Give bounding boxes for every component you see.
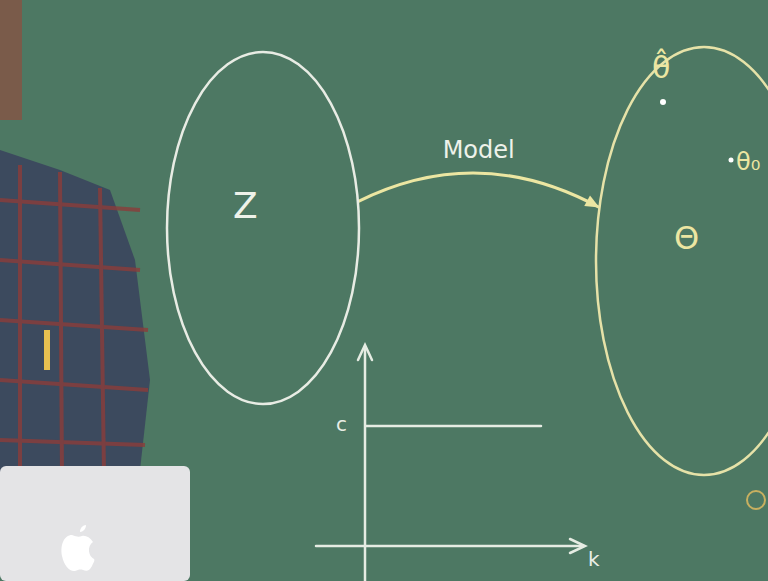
parameter-space-ellipse: θ̂ θ₀ Θ: [594, 45, 768, 477]
axis-label: k: [588, 548, 600, 570]
axes: [316, 345, 585, 581]
edge-label: Model: [443, 137, 515, 163]
set-label: θ̂: [652, 51, 670, 84]
set-label: Z: [233, 186, 258, 226]
set-ellipse: Z: [165, 50, 361, 406]
lecturer: [0, 0, 150, 480]
model-arrow: [358, 173, 600, 207]
point-dot: [660, 99, 666, 105]
laptop: [0, 466, 190, 581]
ellipse-outline: [594, 45, 768, 477]
point-dot: [729, 158, 734, 163]
set-label: θ₀: [736, 149, 760, 175]
ellipse-outline: [165, 50, 361, 406]
axis-label: c: [336, 413, 347, 435]
set-label: Θ: [674, 221, 699, 256]
logo: [747, 491, 765, 509]
